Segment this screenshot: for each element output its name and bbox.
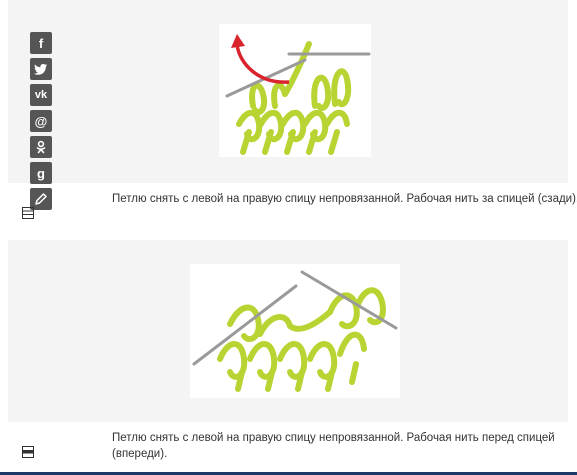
step-2-illustration — [190, 264, 400, 398]
odnoklassniki-icon[interactable] — [30, 136, 52, 158]
step-1-caption: Петлю снять с левой на правую спицу непр… — [112, 193, 577, 205]
knitting-diagram-1 — [225, 34, 371, 155]
layout-rows-icon[interactable] — [22, 206, 34, 219]
mail-icon[interactable]: @ — [30, 110, 52, 132]
step-1-illustration — [219, 24, 371, 157]
facebook-icon[interactable]: f — [30, 32, 52, 54]
knitting-diagram-2 — [192, 270, 398, 392]
step-2-caption: Петлю снять с левой на правую спицу непр… — [112, 432, 555, 460]
share-bar: f vk @ g — [30, 32, 52, 214]
pencil-icon[interactable] — [30, 188, 52, 210]
arrow-icon — [235, 43, 290, 84]
layout-row-icon[interactable] — [22, 445, 34, 458]
step-1-caption-row — [8, 183, 568, 240]
twitter-icon[interactable] — [30, 58, 52, 80]
google-icon[interactable]: g — [30, 162, 52, 184]
step-2-caption-row — [8, 422, 568, 472]
vk-icon[interactable]: vk — [30, 84, 52, 106]
taskbar-strip — [0, 472, 577, 475]
